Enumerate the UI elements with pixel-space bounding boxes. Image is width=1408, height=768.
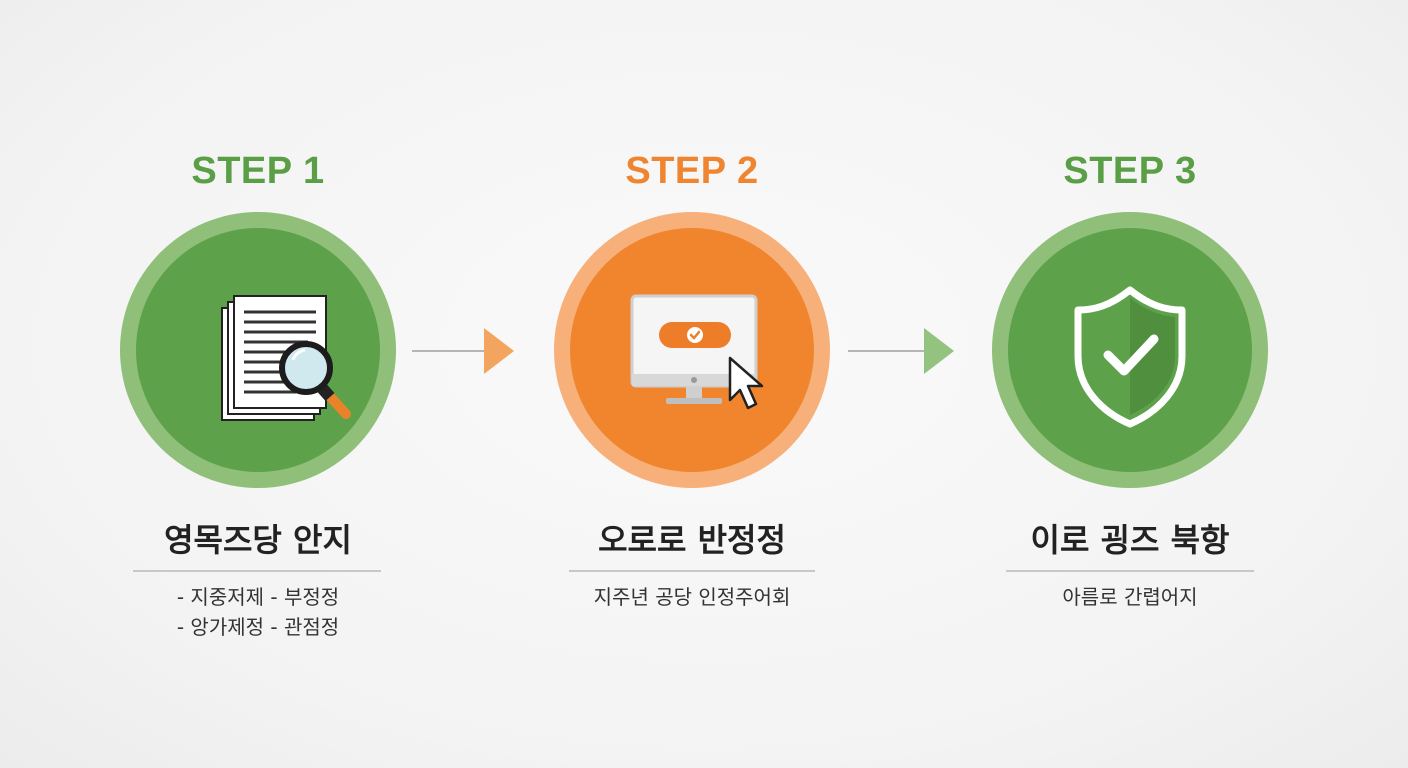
divider [569, 570, 815, 572]
arrow-right-icon [848, 328, 954, 374]
desc-line: - 지중저제 - 부정정 [176, 585, 340, 609]
step-circle [554, 212, 830, 488]
arrow-right-icon [412, 328, 514, 374]
step-label: STEP 2 [625, 150, 759, 192]
step-title: 영목즈당 안지 [164, 521, 352, 559]
desc-line: 지주년 공당 인정주어회 [593, 585, 791, 609]
step-label: STEP 1 [191, 150, 325, 192]
desc-line: 아름로 간렵어지 [1062, 585, 1198, 609]
desc-line: - 앙가제정 - 관점정 [176, 615, 340, 639]
step-title: 이로 굉즈 북항 [1030, 521, 1230, 559]
divider [1006, 570, 1254, 572]
step-description: 아름로 간렵어지 [980, 582, 1280, 612]
shield-check-icon [1074, 286, 1186, 428]
step-circle [992, 212, 1268, 488]
divider [133, 570, 381, 572]
step-label: STEP 3 [1063, 150, 1197, 192]
step-description: 지주년 공당 인정주어회 [542, 582, 842, 612]
monitor-click-icon [630, 294, 764, 410]
document-search-icon [221, 295, 351, 421]
step-description: - 지중저제 - 부정정 - 앙가제정 - 관점정 [108, 582, 408, 642]
step-title: 오로로 반정정 [598, 521, 786, 559]
step-circle [120, 212, 396, 488]
